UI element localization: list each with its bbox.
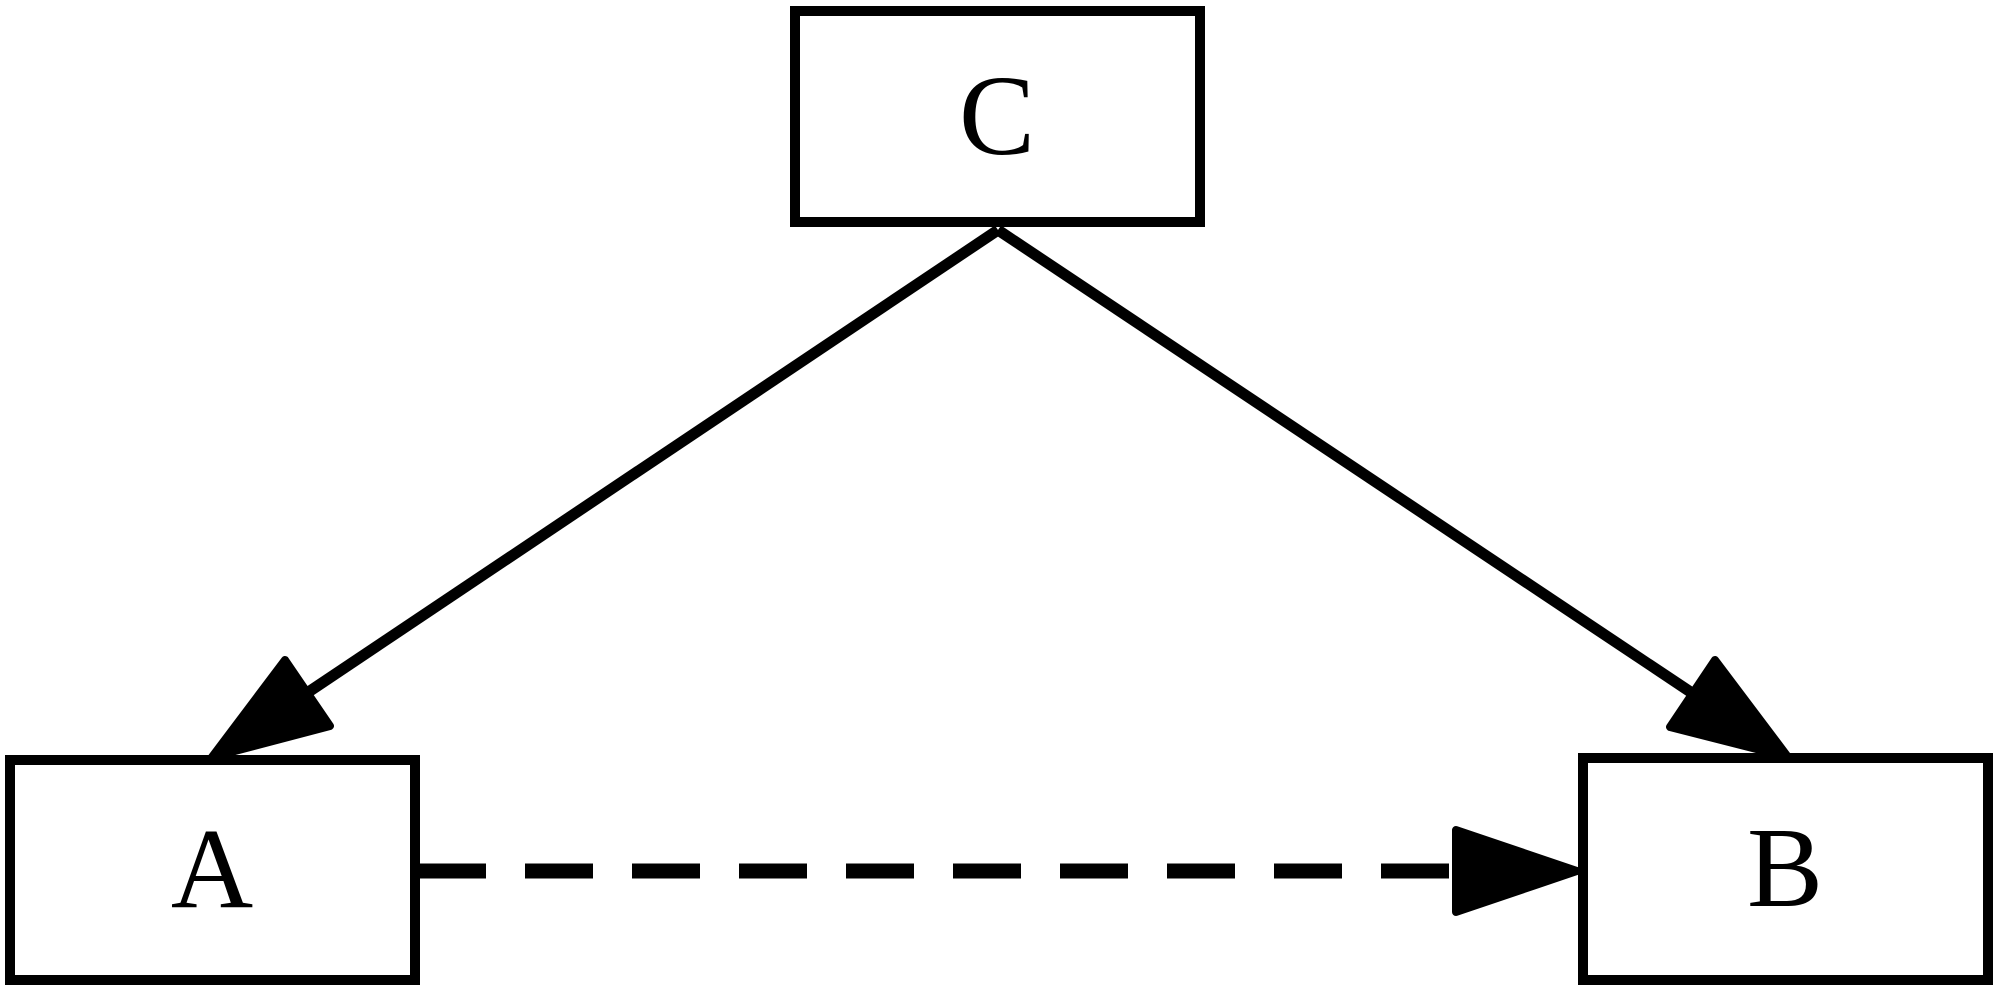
node-a-box	[5, 755, 420, 985]
edge-a-to-b-arrowhead-icon	[1452, 826, 1581, 916]
node-b-label: B	[1747, 804, 1823, 931]
edge-c-to-a	[208, 225, 1002, 761]
node-c-box	[790, 6, 1205, 227]
node-c-label: C	[959, 52, 1035, 179]
node-c: C	[790, 6, 1205, 227]
edge-c-to-b-arrowhead-icon	[1666, 656, 1792, 761]
node-a: A	[5, 755, 420, 985]
edge-c-to-b-line	[994, 225, 1696, 698]
node-b: B	[1578, 753, 1993, 985]
edge-c-to-b	[994, 225, 1792, 761]
edge-c-to-a-line	[303, 225, 1002, 698]
edge-c-to-a-arrowhead-icon	[208, 656, 334, 761]
edge-a-to-b	[418, 826, 1581, 916]
node-b-box	[1578, 753, 1993, 985]
node-a-label: A	[171, 805, 253, 932]
